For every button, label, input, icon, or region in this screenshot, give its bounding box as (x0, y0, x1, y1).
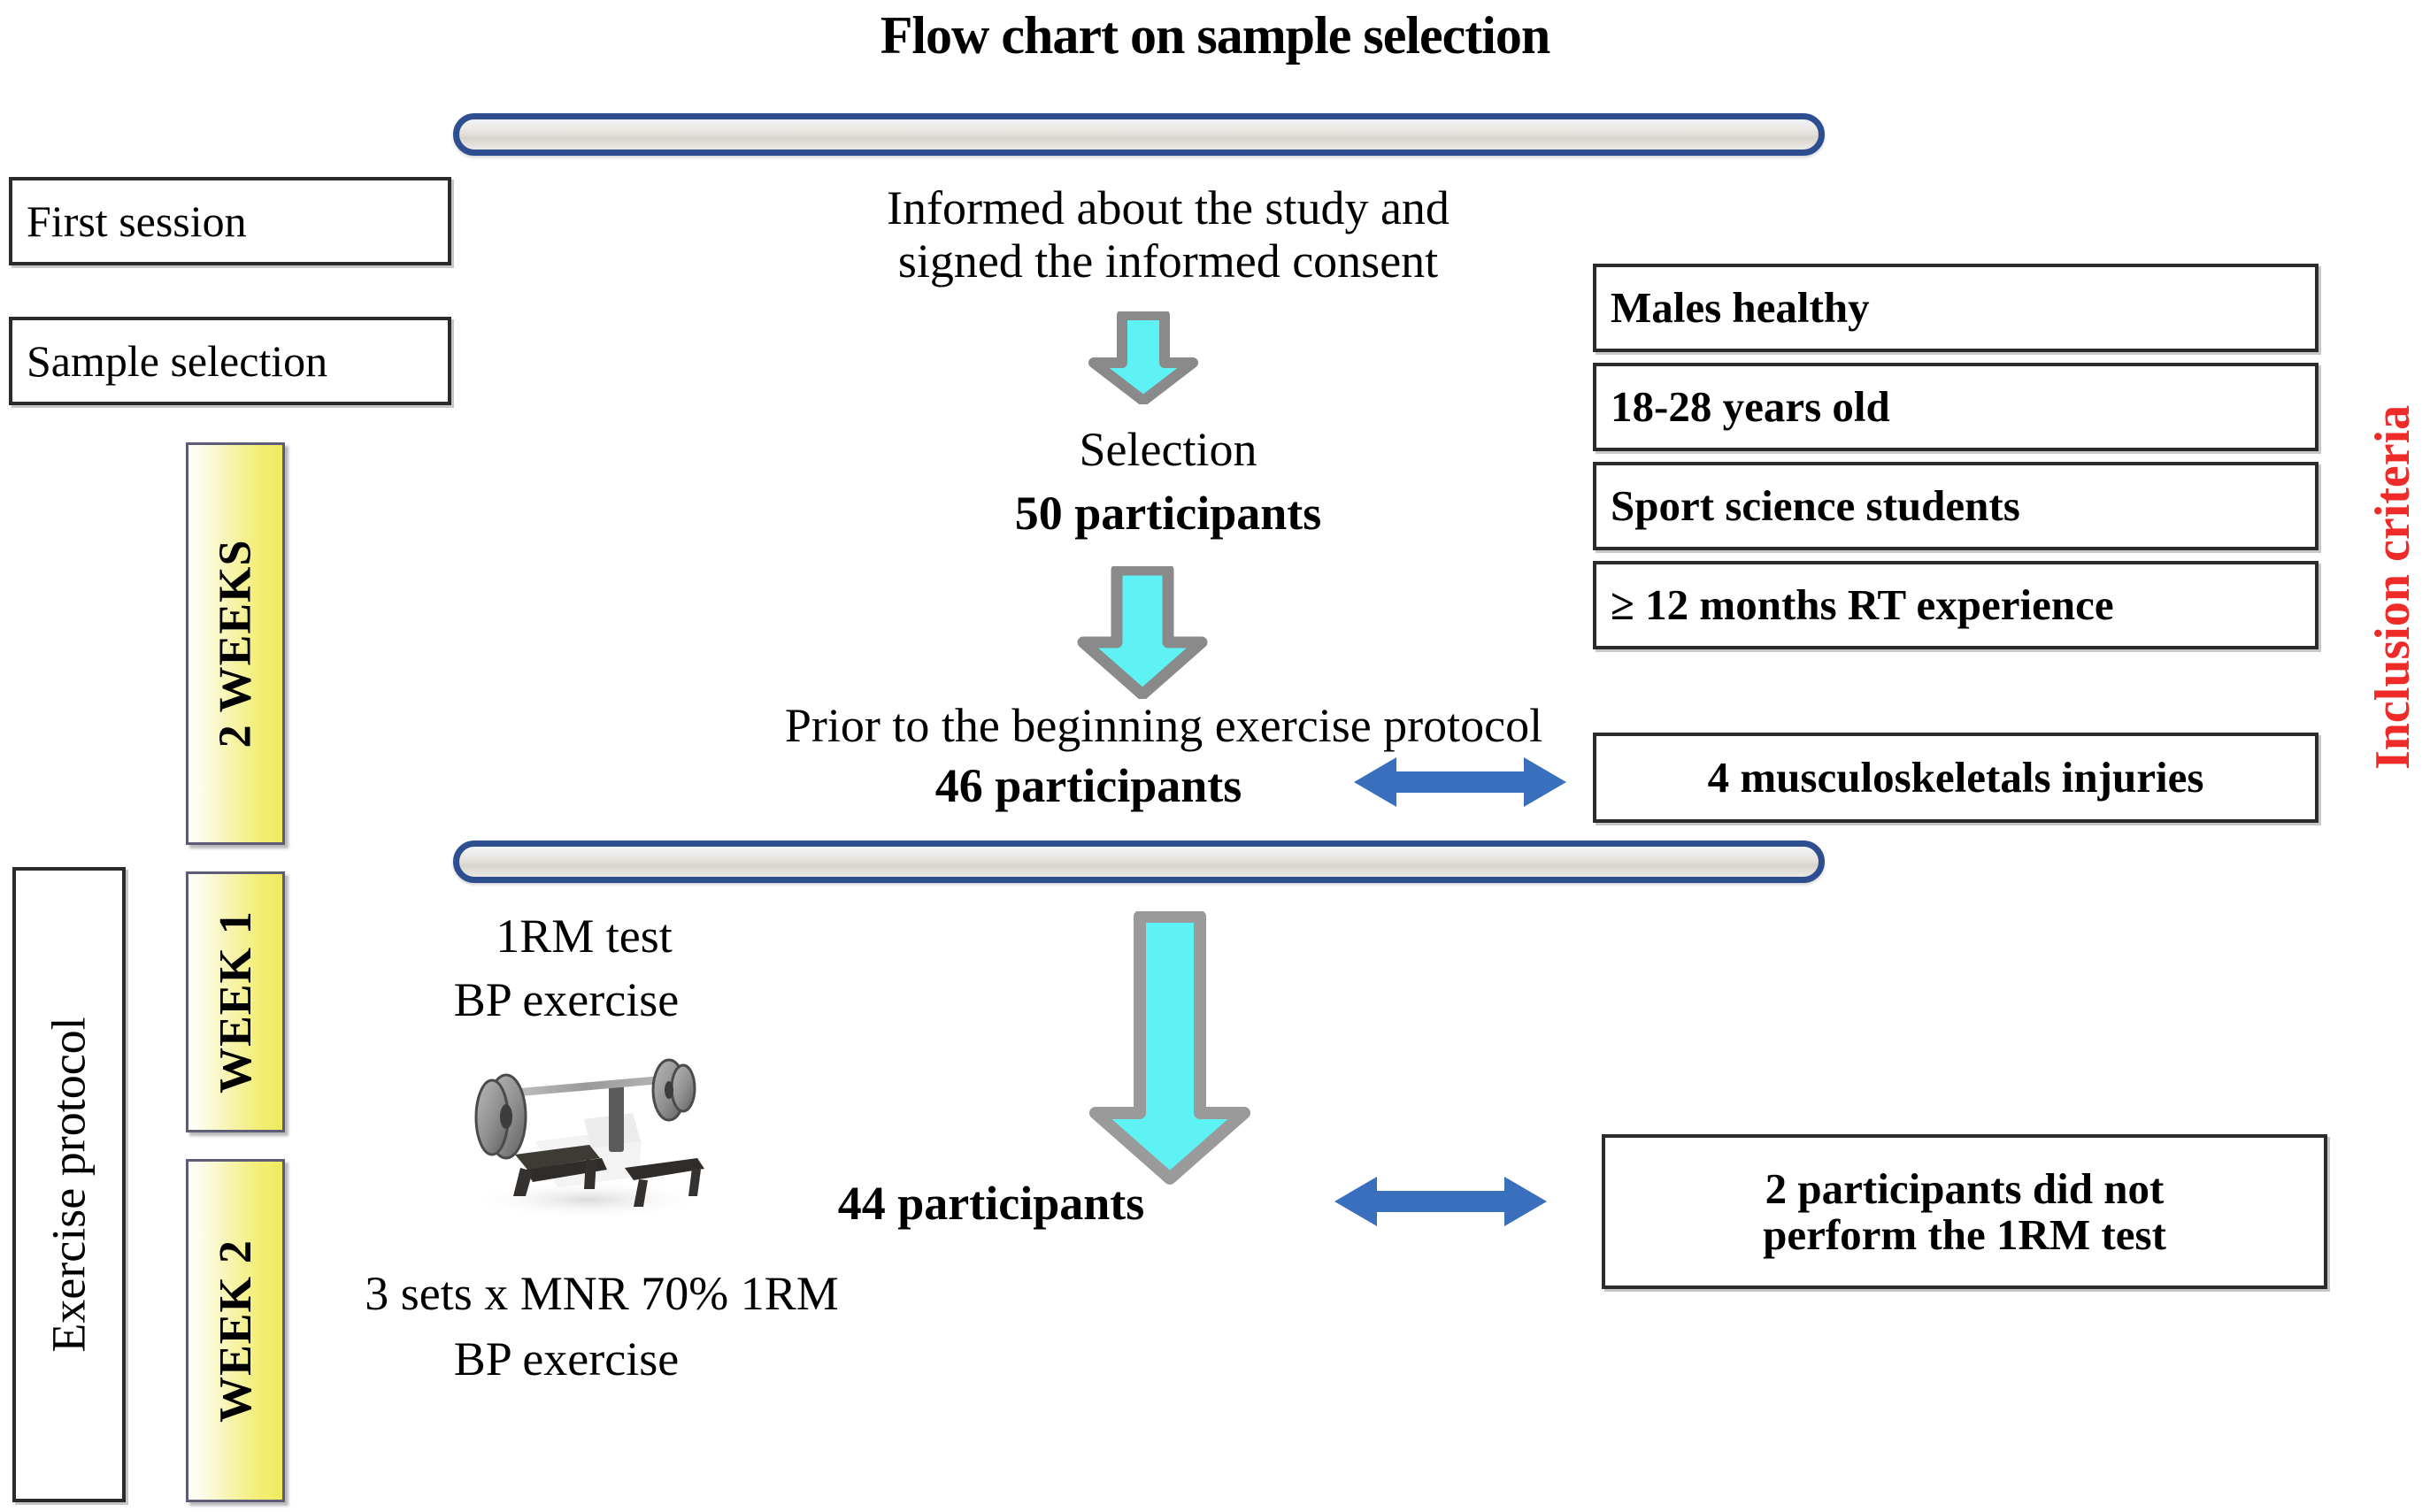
inclusion-box-sport-science: Sport science students (1593, 462, 2318, 550)
exclusion-label-injuries: 4 musculoskeletals injuries (1707, 753, 2204, 802)
inclusion-label-rt-experience: ≥ 12 months RT experience (1611, 580, 2114, 630)
protocol-week1-line1: 1RM test (496, 910, 673, 963)
phase-divider-bar-bottom (453, 840, 1825, 883)
inclusion-label-sport-science: Sport science students (1611, 481, 2020, 531)
stage-box-first-session: First session (9, 177, 451, 265)
inclusion-box-rt-experience: ≥ 12 months RT experience (1593, 561, 2318, 649)
inclusion-box-age-range: 18-28 years old (1593, 363, 2318, 451)
exclusion-box-no-1rm-test: 2 participants did not perform the 1RM t… (1602, 1134, 2327, 1289)
bench-press-photo-icon (469, 1058, 708, 1219)
double-arrow-icon-2 (1334, 1177, 1547, 1226)
stage-box-sample-selection: Sample selection (9, 317, 451, 405)
timeline-label-week-1: WEEK 1 (210, 910, 261, 1094)
stage-label-first-session: First session (27, 196, 247, 246)
inclusion-criteria-heading: Inclusion criteria (2365, 404, 2420, 770)
protocol-week2-line1: 3 sets x MNR 70% 1RM (365, 1267, 839, 1320)
down-arrow-icon-3 (1089, 911, 1250, 1185)
flow-step-selection-count: 50 participants (1014, 487, 1322, 540)
exclusion-label-no-1rm-test: 2 participants did not perform the 1RM t… (1763, 1164, 2166, 1259)
inclusion-box-males-healthy: Males healthy (1593, 264, 2318, 352)
inclusion-label-age-range: 18-28 years old (1611, 382, 1890, 432)
down-arrow-icon-2 (1077, 566, 1208, 699)
flow-step-selection-label: Selection (1079, 423, 1257, 476)
timeline-label-2-weeks: 2 WEEKS (210, 539, 261, 748)
flow-step-prior-count: 46 participants (934, 759, 1242, 812)
phase-divider-bar-top (453, 113, 1825, 156)
flow-step-prior-label: Prior to the beginning exercise protocol (784, 699, 1543, 752)
stage-label-exercise-protocol: Exercise protocol (42, 1017, 96, 1353)
timeline-bar-week-1: WEEK 1 (186, 871, 285, 1132)
timeline-bar-2-weeks: 2 WEEKS (186, 442, 285, 845)
timeline-label-week-2: WEEK 2 (210, 1239, 261, 1423)
stage-box-exercise-protocol: Exercise protocol (12, 867, 126, 1502)
double-arrow-icon-1 (1354, 757, 1566, 807)
flow-step-final-count: 44 participants (837, 1177, 1145, 1230)
protocol-week1-line2: BP exercise (453, 973, 680, 1026)
flow-step-consent: Informed about the study and signed the … (887, 181, 1450, 288)
stage-label-sample-selection: Sample selection (27, 335, 328, 386)
timeline-bar-week-2: WEEK 2 (186, 1159, 285, 1502)
inclusion-label-males-healthy: Males healthy (1611, 283, 1870, 333)
exclusion-box-injuries: 4 musculoskeletals injuries (1593, 733, 2318, 823)
page-title: Flow chart on sample selection (880, 6, 1551, 65)
down-arrow-icon-1 (1088, 311, 1198, 404)
protocol-week2-line2: BP exercise (453, 1332, 680, 1385)
